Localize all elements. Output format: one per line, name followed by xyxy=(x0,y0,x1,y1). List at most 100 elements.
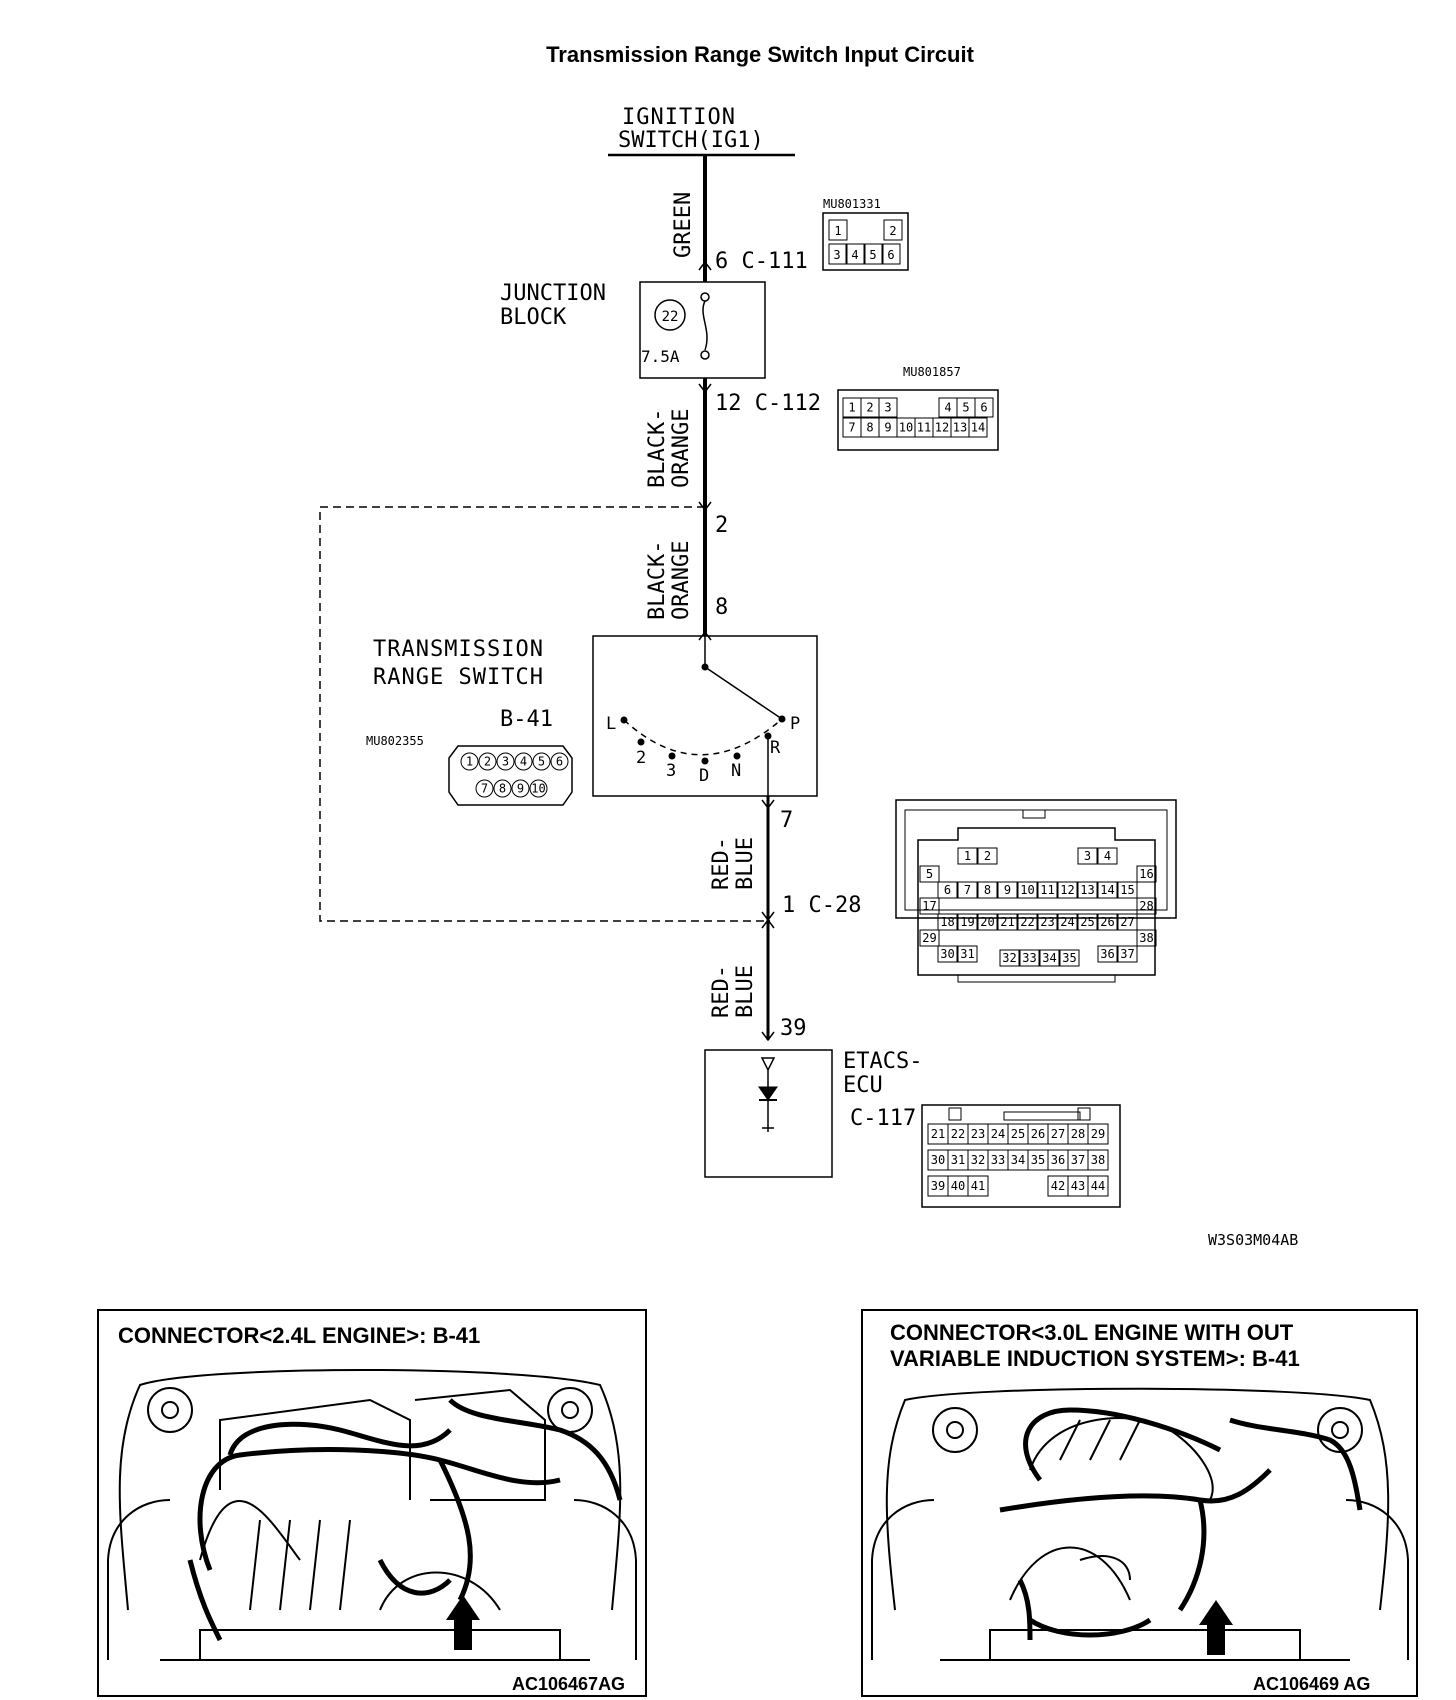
harness-enclosure xyxy=(319,506,770,922)
connector-pin-label: 42 xyxy=(1051,1179,1065,1193)
wire-label-blue-1: BLUE xyxy=(733,837,758,890)
connector-pin-label: 5 xyxy=(538,755,545,769)
connector-pin: 35 xyxy=(1027,1149,1049,1171)
connector-pin: 39 xyxy=(927,1175,949,1197)
connector-pin-label: 7 xyxy=(848,421,855,435)
connector-pin-label: 27 xyxy=(1120,915,1134,929)
connector-pin: 8 xyxy=(493,779,512,798)
position-label-2: 2 xyxy=(636,748,646,768)
connector-pin-label: 10 xyxy=(531,782,545,796)
connector-pin: 22 xyxy=(947,1123,969,1145)
page-title: Transmission Range Switch Input Circuit xyxy=(546,42,975,67)
connector-pin-label: 14 xyxy=(1100,883,1114,897)
connector-pin: 16 xyxy=(1136,865,1157,883)
b41-part: MU802355 xyxy=(366,734,424,748)
connector-pin-label: 11 xyxy=(917,421,931,435)
connector-pin: 38 xyxy=(1136,929,1157,947)
connector-pin-label: 3 xyxy=(1084,849,1091,863)
connector-pin-label: 35 xyxy=(1031,1153,1045,1167)
location-arrow xyxy=(446,1595,480,1650)
connector-pin-label: 29 xyxy=(1091,1127,1105,1141)
position-label-P: P xyxy=(790,714,800,734)
connector-pin-label: 39 xyxy=(931,1179,945,1193)
connector-pin: 13 xyxy=(1077,881,1098,899)
connector-pin: 26 xyxy=(1097,913,1118,931)
connector-pin: 28 xyxy=(1136,897,1157,915)
pin-7: 7 xyxy=(780,808,793,833)
connector-pin: 32 xyxy=(999,949,1020,967)
connector-pin: 4 xyxy=(851,248,858,262)
connector-pin-label: 37 xyxy=(1120,947,1134,961)
connector-pin: 19 xyxy=(957,913,978,931)
connector-pin: 40 xyxy=(947,1175,969,1197)
connector-pin-label: 2 xyxy=(866,401,873,415)
connector-pin-label: 44 xyxy=(1091,1179,1105,1193)
connector-pin-label: 9 xyxy=(517,782,524,796)
panel-left-title: CONNECTOR<2.4L ENGINE>: B-41 xyxy=(118,1323,480,1348)
connector-pin-label: 12 xyxy=(1060,883,1074,897)
connector-mark xyxy=(761,799,775,810)
wire-label-blue-2: BLUE xyxy=(733,965,758,1018)
connector-pin-label: 26 xyxy=(1100,915,1114,929)
connector-part-mu801331: MU801331 xyxy=(823,197,881,211)
connector-pin: 44 xyxy=(1087,1175,1109,1197)
input-terminal-symbol xyxy=(760,1057,776,1072)
connector-pin: 35 xyxy=(1059,949,1080,967)
connector-pin-label: 32 xyxy=(971,1153,985,1167)
connector-mark xyxy=(698,383,712,394)
connector-pin: 4 xyxy=(938,397,958,418)
position-label-N: N xyxy=(731,761,741,781)
connector-pin-label: 15 xyxy=(1120,883,1134,897)
connector-pin: 6 xyxy=(974,397,994,418)
connector-pin: 41 xyxy=(967,1175,989,1197)
diagram-code: W3S03M04AB xyxy=(1208,1231,1298,1249)
connector-pin: 25 xyxy=(1007,1123,1029,1145)
connector-pin-label: 3 xyxy=(884,401,891,415)
connector-pin: 36 xyxy=(1047,1149,1069,1171)
connector-pin: 1 xyxy=(957,847,978,865)
connector-pin-label: 9 xyxy=(884,421,891,435)
connector-pin-label: 10 xyxy=(899,421,913,435)
connector-pin-label: 30 xyxy=(931,1153,945,1167)
connector-pin: 25 xyxy=(1077,913,1098,931)
etacs-connector: C-117 xyxy=(850,1106,916,1131)
connector-pin: 21 xyxy=(927,1123,949,1145)
switch-contact xyxy=(701,757,709,765)
connector-part-mu801857: MU801857 xyxy=(903,365,961,379)
location-arrow xyxy=(1199,1600,1233,1655)
connector-pin: 4 xyxy=(1097,847,1118,865)
connector-pin: 3 xyxy=(1077,847,1098,865)
connector-mark xyxy=(698,260,712,271)
connector-pin-label: 29 xyxy=(922,931,936,945)
connector-pin-label: 8 xyxy=(866,421,873,435)
connector-pin-label: 24 xyxy=(991,1127,1005,1141)
connector-pin: 31 xyxy=(957,945,978,963)
connector-pin: 6 xyxy=(887,248,894,262)
connector-mark xyxy=(698,630,712,641)
connector-pin-label: 22 xyxy=(1020,915,1034,929)
pin-39: 39 xyxy=(780,1016,807,1041)
connector-pin-label: 16 xyxy=(1139,867,1153,881)
connector-pin-label: 1 xyxy=(466,755,473,769)
connector-pin-label: 23 xyxy=(1040,915,1054,929)
panel-right-title-line1: CONNECTOR<3.0L ENGINE WITH OUT xyxy=(890,1320,1294,1345)
connector-pin: 10 xyxy=(1017,881,1038,899)
connector-pin: 14 xyxy=(968,417,988,438)
connector-pin: 30 xyxy=(937,945,958,963)
connector-pin-label: 4 xyxy=(1104,849,1111,863)
etacs-label-line2: ECU xyxy=(843,1073,883,1098)
connector-pin: 9 xyxy=(511,779,530,798)
fuse-number-circle xyxy=(654,299,686,331)
pin-c111: 6 C-111 xyxy=(715,249,808,274)
switch-contact xyxy=(778,715,786,723)
connector-pin-label: 4 xyxy=(944,401,951,415)
pin-c112: 12 C-112 xyxy=(715,391,821,416)
connector-pin: 34 xyxy=(1039,949,1060,967)
connector-pin: 22 xyxy=(1017,913,1038,931)
wire-label-orange-1: ORANGE xyxy=(669,409,694,488)
ignition-switch: IGNITION SWITCH(IG1) xyxy=(608,105,795,157)
